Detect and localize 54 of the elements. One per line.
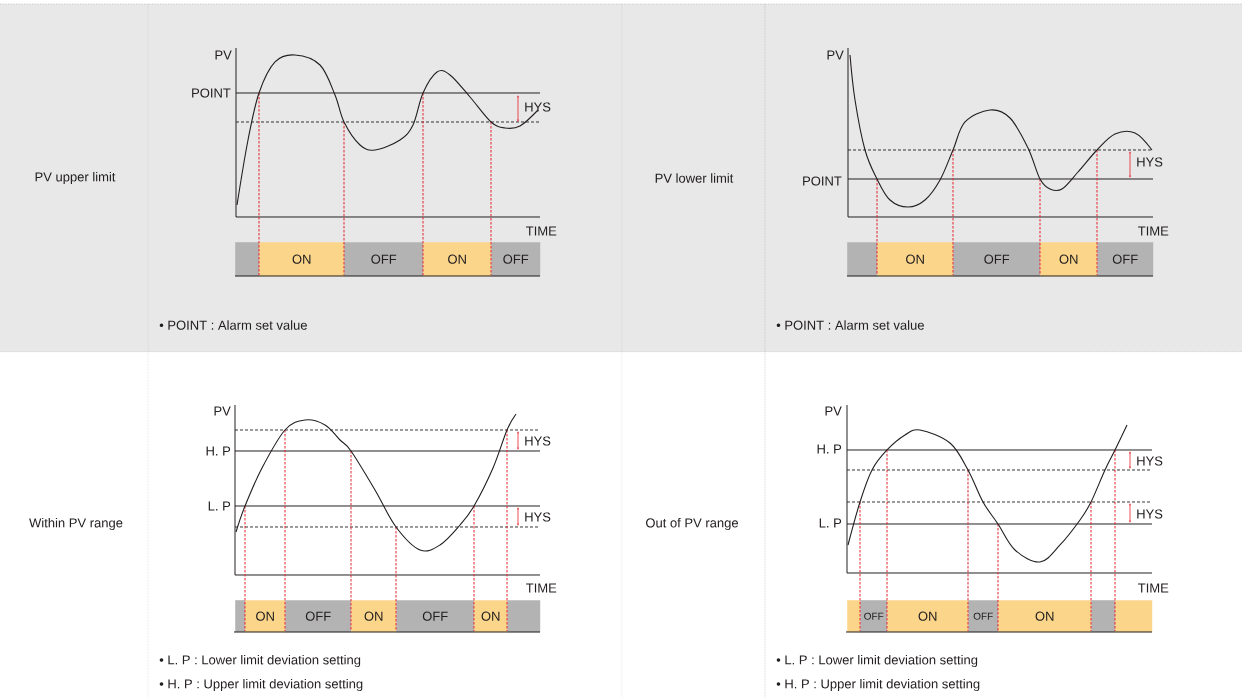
axis-label: TIME	[526, 226, 557, 236]
note: • L. P : Lower limit deviation setting	[159, 654, 361, 668]
state-segment	[235, 600, 246, 633]
axis-label: TIME	[526, 583, 557, 593]
row-label: Out of PV range	[646, 517, 739, 531]
hys-label: HYS	[1137, 157, 1163, 167]
state-segment: ON	[423, 242, 492, 277]
state-segment: ON	[259, 242, 345, 277]
state-segment: ON	[998, 600, 1092, 633]
level-label: POINT	[803, 176, 842, 186]
level-label: POINT	[192, 88, 231, 98]
state-segment: OFF	[968, 600, 999, 633]
level-label: L. P	[819, 518, 842, 528]
state-segment: ON	[474, 600, 508, 633]
state-segment: OFF	[396, 600, 475, 633]
hys-label: HYS	[1137, 456, 1163, 466]
hys-label: HYS	[525, 102, 551, 112]
state-segment: ON	[245, 600, 286, 633]
axis-label: PV	[214, 406, 231, 416]
note: • H. P : Upper limit deviation setting	[776, 678, 980, 692]
state-segment	[847, 600, 861, 633]
row-label: Within PV range	[29, 517, 123, 531]
note: • POINT : Alarm set value	[776, 320, 924, 330]
state-segment	[1115, 600, 1153, 633]
state-segment: ON	[1040, 242, 1098, 277]
state-segment: OFF	[344, 242, 424, 277]
hys-label: HYS	[1137, 509, 1163, 519]
state-segment	[235, 242, 260, 277]
state-segment: OFF	[285, 600, 352, 633]
state-segment: ON	[887, 600, 969, 633]
axis-label: PV	[827, 50, 844, 60]
state-segment: OFF	[491, 242, 541, 277]
note: • H. P : Upper limit deviation setting	[159, 678, 363, 692]
state-segment	[847, 242, 878, 277]
state-segment: OFF	[1097, 242, 1154, 277]
level-label: H. P	[206, 446, 231, 456]
state-segment: ON	[351, 600, 397, 633]
level-label: H. P	[817, 444, 842, 454]
row-label: PV upper limit	[35, 171, 116, 185]
state-segment	[507, 600, 541, 633]
state-segment: OFF	[860, 600, 888, 633]
state-segment: OFF	[953, 242, 1041, 277]
axis-label: PV	[825, 406, 842, 416]
note: • L. P : Lower limit deviation setting	[776, 654, 978, 668]
axis-label: TIME	[1138, 583, 1169, 593]
note: • POINT : Alarm set value	[159, 320, 307, 330]
level-label: L. P	[208, 501, 231, 511]
hys-label: HYS	[525, 512, 551, 522]
axis-label: PV	[215, 50, 232, 60]
hys-label: HYS	[525, 436, 551, 446]
row-label: PV lower limit	[655, 173, 734, 183]
axis-label: TIME	[1138, 226, 1169, 236]
state-segment	[1091, 600, 1116, 633]
state-segment: ON	[877, 242, 954, 277]
